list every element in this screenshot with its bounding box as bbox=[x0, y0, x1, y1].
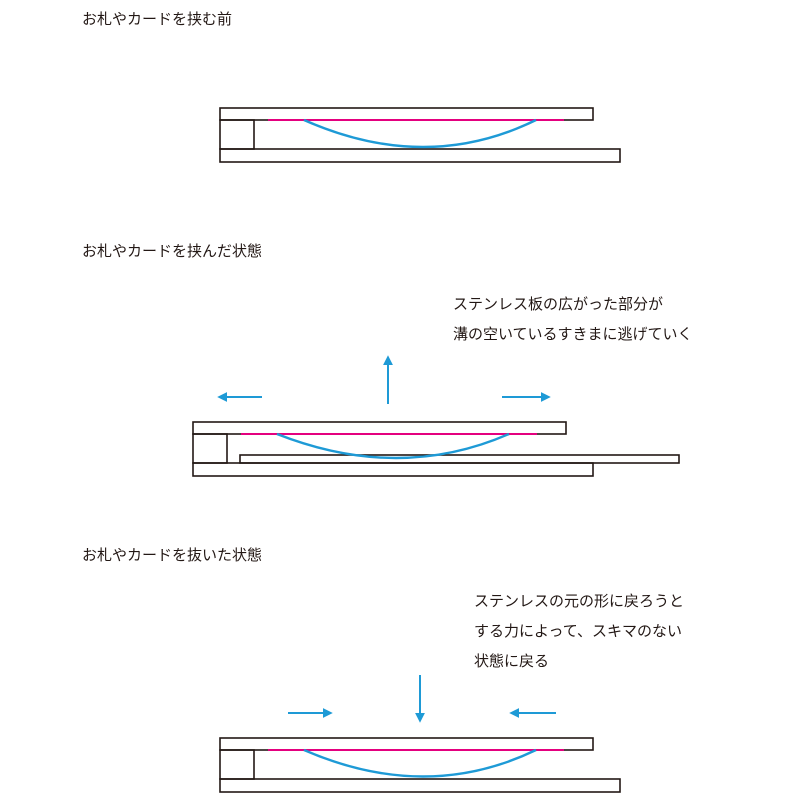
section-heading-inserted: お札やカードを挟んだ状態 bbox=[82, 242, 263, 260]
top-plate bbox=[219, 107, 594, 121]
note-removed-line-2: する力によって、スキマのない bbox=[474, 622, 683, 640]
diagram-removed bbox=[219, 675, 621, 793]
stainless-spring-curve bbox=[276, 432, 510, 460]
inserted-card bbox=[239, 454, 680, 464]
note-inserted-line-1: ステンレス板の広がった部分が bbox=[453, 295, 664, 313]
bottom-plate bbox=[219, 778, 621, 793]
stainless-spring-curve bbox=[303, 748, 537, 778]
spacer-block bbox=[219, 119, 255, 150]
section-heading-removed: お札やカードを抜いた状態 bbox=[82, 546, 263, 564]
note-removed-line-1: ステンレスの元の形に戻ろうと bbox=[474, 592, 685, 610]
note-inserted-line-2: 溝の空いているすきまに逃げていく bbox=[453, 325, 693, 343]
spacer-block bbox=[219, 749, 255, 780]
note-removed: ステンレスの元の形に戻ろうと する力によって、スキマのない 状態に戻る bbox=[474, 586, 684, 676]
section-heading-before-insert: お札やカードを挟む前 bbox=[82, 10, 233, 28]
note-inserted: ステンレス板の広がった部分が 溝の空いているすきまに逃げていく bbox=[453, 289, 693, 349]
bottom-plate bbox=[192, 462, 594, 477]
top-plate bbox=[192, 421, 567, 435]
stainless-spring-curve bbox=[303, 118, 537, 149]
bottom-plate bbox=[219, 148, 621, 163]
diagram-inserted bbox=[192, 355, 680, 477]
note-removed-line-3: 状態に戻る bbox=[474, 652, 550, 670]
top-plate bbox=[219, 737, 594, 751]
diagram-before-insert bbox=[219, 107, 621, 163]
spacer-block bbox=[192, 433, 228, 464]
